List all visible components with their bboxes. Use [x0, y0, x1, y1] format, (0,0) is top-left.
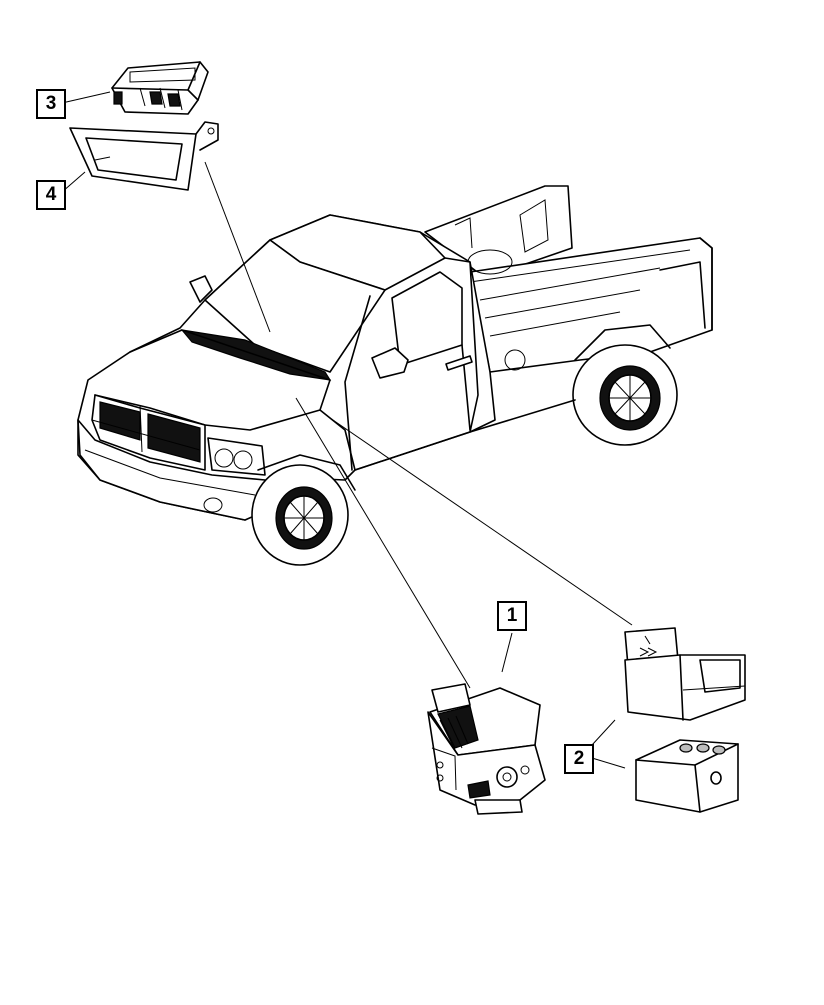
- callout-4: 4: [36, 180, 66, 210]
- module-upper-icon: [624, 627, 746, 721]
- callout-3: 3: [36, 89, 66, 119]
- callout-2: 2: [564, 744, 594, 774]
- abs-module-icon: [427, 683, 546, 815]
- callout-1: 1: [497, 601, 527, 631]
- valve-block-icon: [635, 739, 739, 813]
- pickup-truck-icon: [77, 185, 713, 566]
- leader-lines: [61, 91, 633, 769]
- control-module-icon: [111, 61, 209, 115]
- mounting-bracket-icon: [69, 121, 219, 191]
